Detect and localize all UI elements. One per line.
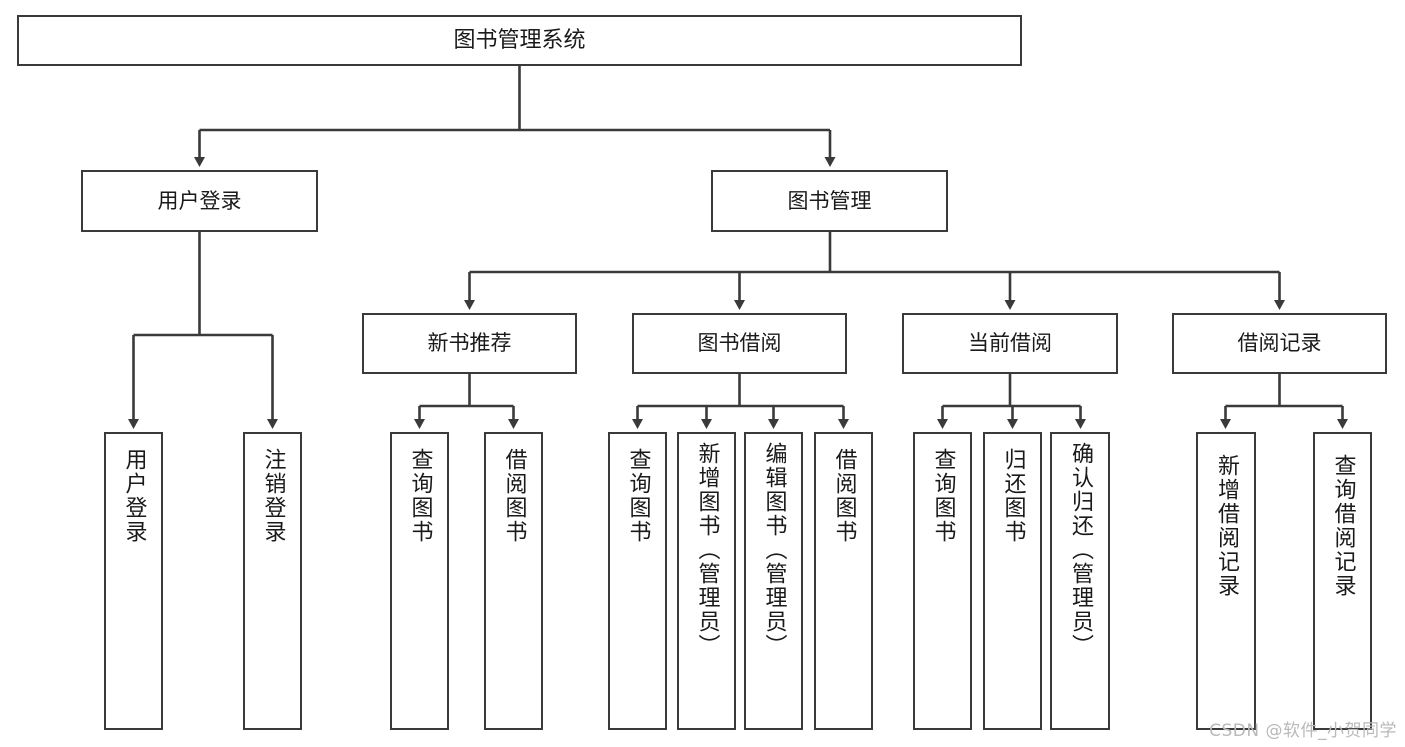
leaf-user-login-login[interactable]: 用户登录: [104, 432, 163, 730]
watermark-text: CSDN @软件_小贺同学: [1209, 721, 1397, 741]
node-label: 用户登录: [157, 188, 242, 213]
leaf-book-borrow-edit[interactable]: 编辑图书（管理员）: [744, 432, 803, 730]
node-book-management[interactable]: 图书管理: [711, 170, 948, 232]
leaf-new-book-borrow[interactable]: 借阅图书: [484, 432, 543, 730]
node-label: 编辑图书（管理员）: [761, 442, 787, 658]
node-new-book-recommend[interactable]: 新书推荐: [362, 313, 577, 374]
leaf-new-book-query[interactable]: 查询图书: [390, 432, 449, 730]
node-root-system[interactable]: 图书管理系统: [17, 15, 1022, 66]
node-label: 归还图书: [1000, 448, 1026, 544]
leaf-borrow-record-query[interactable]: 查询借阅记录: [1313, 432, 1372, 730]
node-label: 注销登录: [260, 448, 286, 544]
node-label: 确认归还（管理员）: [1068, 442, 1093, 658]
leaf-book-borrow-add[interactable]: 新增图书（管理员）: [677, 432, 736, 730]
node-book-borrow[interactable]: 图书借阅: [632, 313, 847, 374]
leaf-current-borrow-query[interactable]: 查询图书: [913, 432, 972, 730]
node-label: 图书管理系统: [453, 27, 586, 53]
node-label: 查询借阅记录: [1330, 454, 1356, 598]
node-label: 新书推荐: [427, 331, 512, 356]
node-label: 当前借阅: [968, 331, 1052, 356]
node-label: 图书借阅: [697, 331, 782, 356]
node-current-borrow[interactable]: 当前借阅: [902, 313, 1118, 374]
leaf-book-borrow-query[interactable]: 查询图书: [608, 432, 667, 730]
node-label: 借阅图书: [831, 448, 857, 544]
node-borrow-record[interactable]: 借阅记录: [1172, 313, 1387, 374]
leaf-user-login-logout[interactable]: 注销登录: [243, 432, 302, 730]
leaf-current-borrow-confirm-return[interactable]: 确认归还（管理员）: [1050, 432, 1110, 730]
leaf-book-borrow-borrow[interactable]: 借阅图书: [814, 432, 873, 730]
node-label: 新增图书（管理员）: [694, 442, 720, 658]
node-label: 借阅图书: [501, 448, 527, 544]
node-label: 查询图书: [930, 448, 956, 544]
node-user-login[interactable]: 用户登录: [81, 170, 318, 232]
node-label: 查询图书: [625, 448, 651, 544]
node-label: 用户登录: [121, 448, 147, 544]
leaf-current-borrow-return[interactable]: 归还图书: [983, 432, 1042, 730]
node-label: 借阅记录: [1237, 331, 1322, 356]
node-label: 图书管理: [787, 188, 872, 213]
node-label: 查询图书: [407, 448, 433, 544]
leaf-borrow-record-add[interactable]: 新增借阅记录: [1196, 432, 1256, 730]
node-label: 新增借阅记录: [1214, 454, 1239, 598]
